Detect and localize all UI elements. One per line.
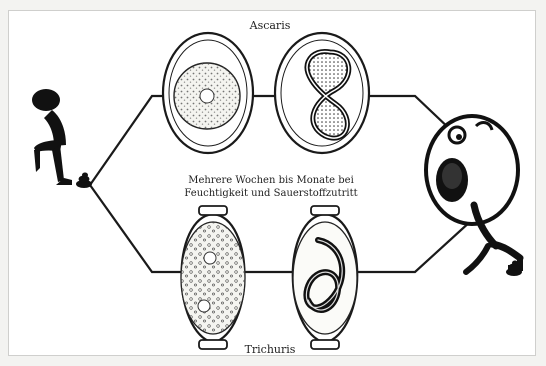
center-text-line1: Mehrere Wochen bis Monate bei [188, 175, 354, 186]
ascaris-egg-embryonated [275, 33, 369, 153]
center-text-line2: Feuchtigkeit und Sauerstoffzutritt [184, 188, 357, 199]
ascaris-egg-unembryonated [163, 33, 253, 153]
left-feces-icon [76, 173, 92, 189]
trichuris-egg-embryonated [293, 206, 358, 349]
trichuris-egg-unembryonated [181, 206, 245, 349]
top-egg-label: Ascaris [249, 19, 291, 32]
squatting-person-icon [32, 89, 72, 185]
bottom-egg-label: Trichuris [245, 343, 296, 356]
